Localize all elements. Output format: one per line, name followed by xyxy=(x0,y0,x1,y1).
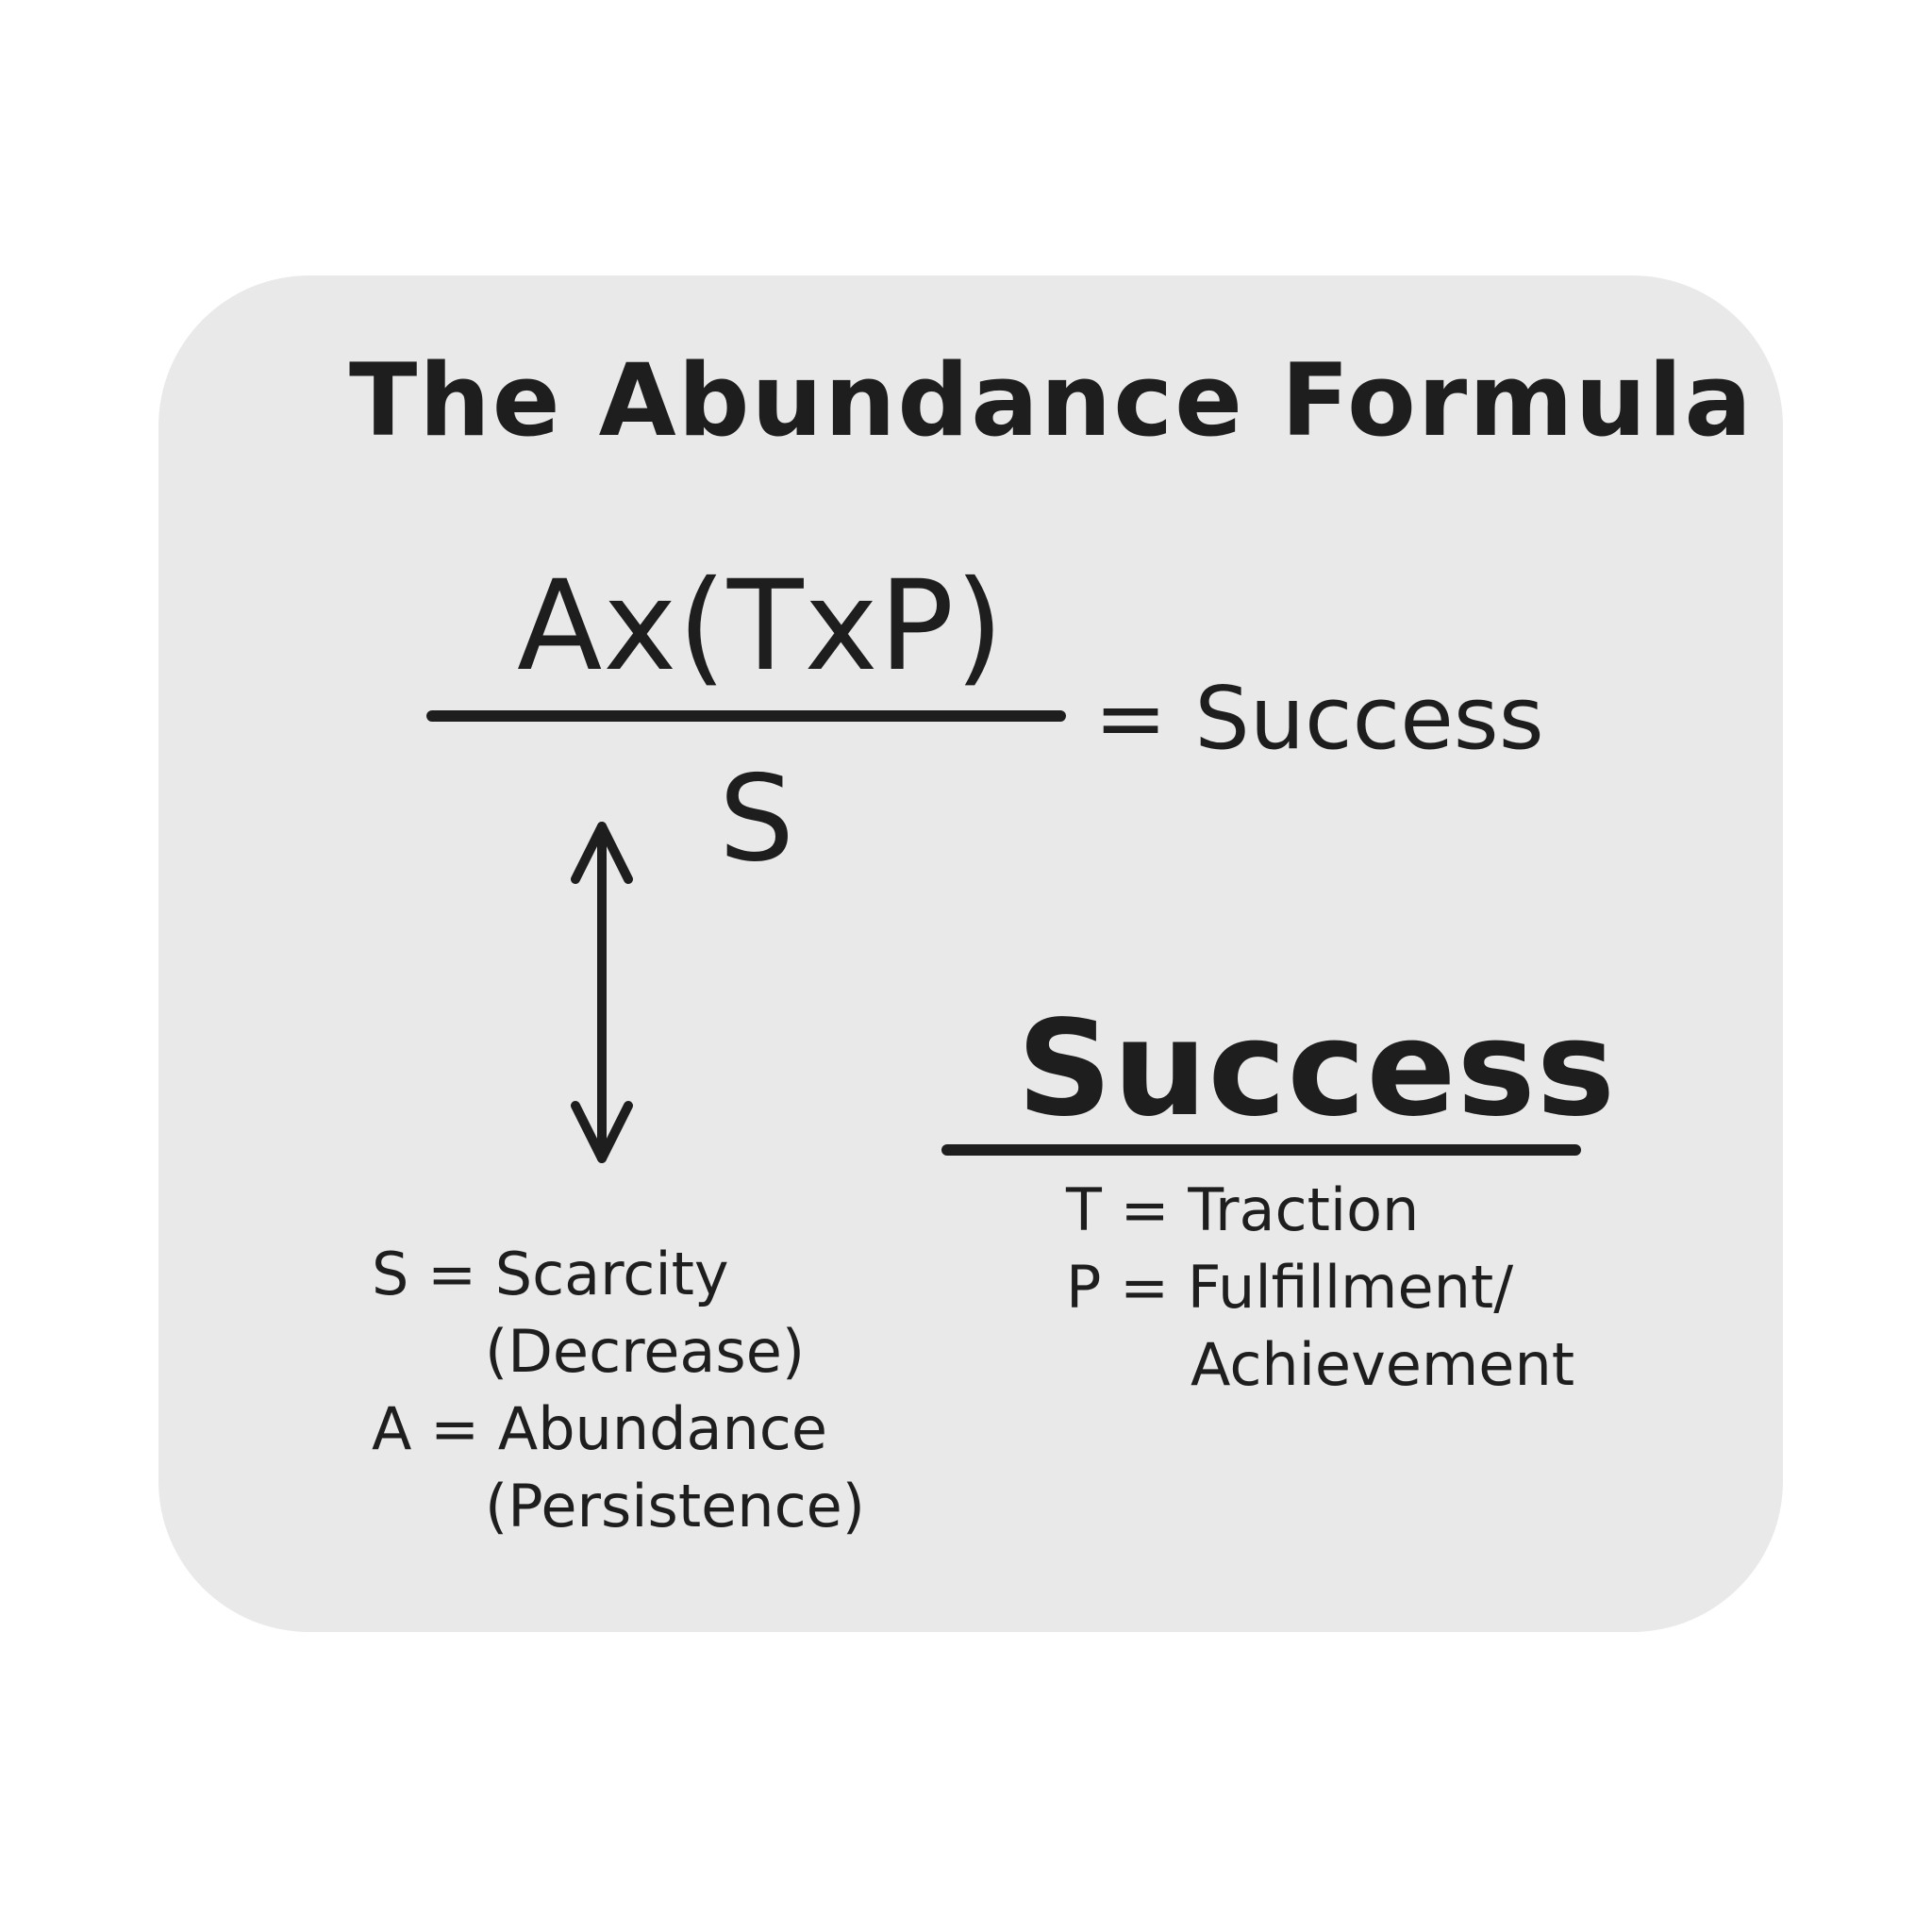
definition-achievement: Achievement xyxy=(1191,1330,1575,1399)
definition-scarcity: S = Scarcity xyxy=(372,1240,729,1308)
definition-traction: T = Traction xyxy=(1066,1175,1420,1244)
mousepad xyxy=(158,275,1783,1632)
formula-denominator: S xyxy=(719,749,794,888)
success-fraction-bar xyxy=(941,1144,1581,1156)
success-heading: Success xyxy=(1017,992,1617,1146)
definition-fulfillment: P = Fulfillment/ xyxy=(1066,1253,1514,1322)
formula-fraction-bar xyxy=(426,710,1066,722)
formula-numerator: Ax(TxP) xyxy=(517,554,1005,699)
definition-persistence: (Persistence) xyxy=(485,1472,865,1541)
definition-abundance: A = Abundance xyxy=(372,1394,828,1463)
formula-title: The Abundance Formula xyxy=(349,342,1754,458)
formula-result: = Success xyxy=(1094,668,1544,769)
double-headed-vertical-arrow-icon xyxy=(571,822,633,1163)
definition-decrease: (Decrease) xyxy=(485,1317,806,1386)
